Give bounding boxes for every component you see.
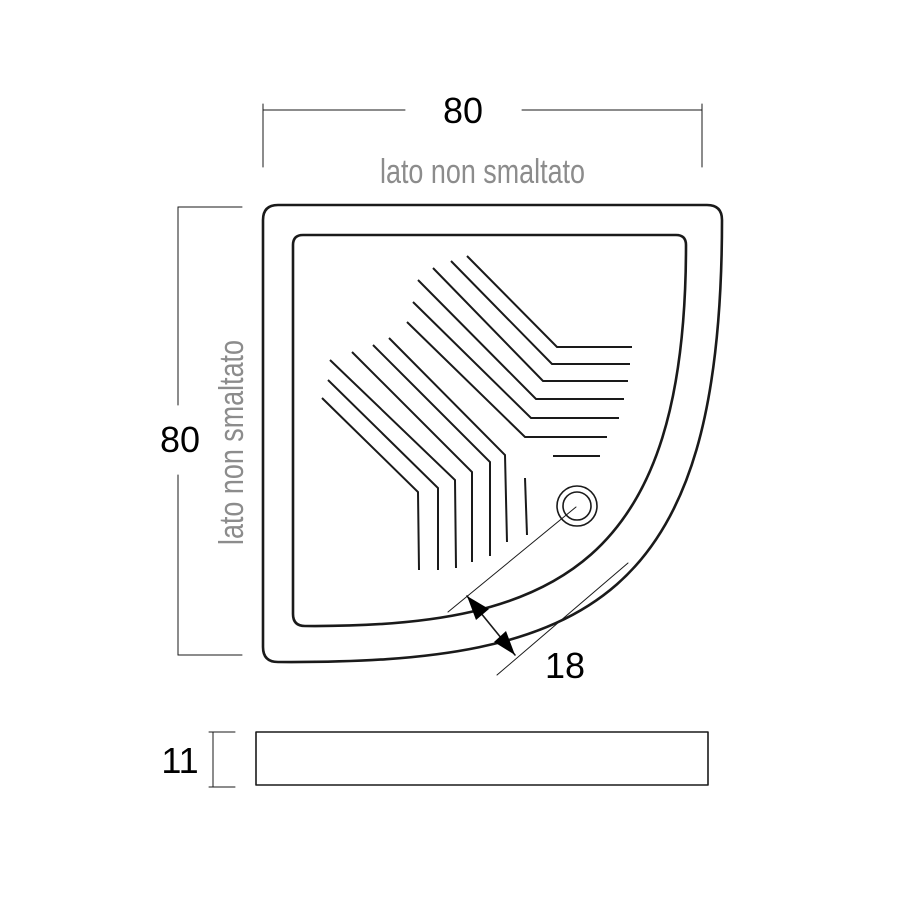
left-depth-value: 80 xyxy=(160,419,200,460)
groove-line xyxy=(329,359,457,569)
rim-extension-line-outer xyxy=(496,562,629,676)
groove-line xyxy=(321,397,420,571)
rim-arrow-inner xyxy=(467,596,489,620)
left-side-note: lato non smaltato xyxy=(213,340,251,545)
tray-profile-outline xyxy=(255,731,709,786)
drain-icon xyxy=(556,485,598,527)
drain-outer-ring xyxy=(556,485,598,527)
top-width-value: 80 xyxy=(443,90,483,131)
height-dimension: 11 xyxy=(161,731,236,788)
tray-side-profile xyxy=(255,731,709,786)
height-value: 11 xyxy=(161,740,198,781)
tray-inner-edge xyxy=(291,233,688,628)
groove-line xyxy=(417,279,624,400)
drain-inner-ring xyxy=(562,491,592,521)
rim-extension-line-inner xyxy=(447,506,577,613)
left-depth-dimension: 80 lato non smaltato xyxy=(160,206,251,656)
groove-line xyxy=(388,337,508,543)
groove-group-lower xyxy=(321,337,528,571)
groove-line xyxy=(372,344,491,556)
groove-line xyxy=(432,267,628,382)
groove-line xyxy=(351,351,473,562)
tray-plan-view xyxy=(261,203,724,664)
tray-outer-edge xyxy=(261,203,724,664)
groove-line xyxy=(412,301,619,419)
top-width-dimension: 80 lato non smaltato xyxy=(262,90,703,191)
groove-line xyxy=(327,379,439,570)
groove-line xyxy=(450,260,630,365)
rim-width-dimension: 18 xyxy=(447,506,629,686)
groove-group-upper xyxy=(406,255,632,457)
groove-line-short xyxy=(524,477,528,536)
rim-width-value: 18 xyxy=(545,645,585,686)
top-side-note: lato non smaltato xyxy=(380,153,585,191)
groove-line xyxy=(406,321,607,438)
rim-arrow-outer xyxy=(494,631,515,655)
groove-line xyxy=(466,255,632,348)
